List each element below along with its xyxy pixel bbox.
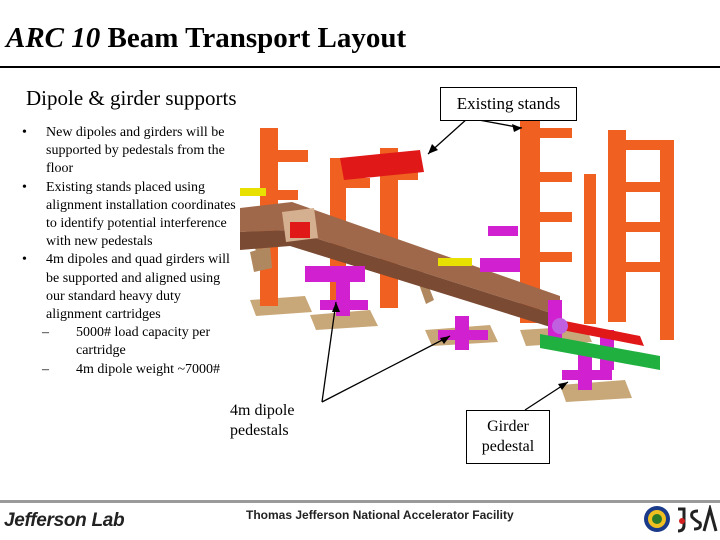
dipole-beam bbox=[240, 202, 560, 330]
facility-name: Thomas Jefferson National Accelerator Fa… bbox=[246, 508, 514, 522]
slide-title: ARC 10 Beam Transport Layout bbox=[6, 22, 406, 55]
bullet-text: Existing stands placed using alignment i… bbox=[46, 179, 236, 250]
callout-existing-stands: Existing stands bbox=[440, 87, 577, 121]
doe-seal-icon bbox=[644, 506, 670, 532]
bullet-item: • 4m dipoles and quad girders will be sup… bbox=[20, 251, 240, 324]
sub-bullet-marker: – bbox=[42, 361, 49, 377]
bullet-list: • New dipoles and girders will be support… bbox=[20, 124, 240, 379]
title-rule bbox=[0, 66, 720, 68]
red-crossbar bbox=[340, 150, 424, 180]
bullet-marker: • bbox=[22, 125, 27, 140]
girder-pedestal-graphic bbox=[540, 300, 660, 370]
title-rest: Beam Transport Layout bbox=[100, 22, 407, 54]
bullet-text: 4m dipoles and quad girders will be supp… bbox=[46, 252, 230, 323]
callout-girder-pedestal: Girder pedestal bbox=[466, 410, 550, 464]
bullet-marker: • bbox=[22, 179, 27, 195]
dipole-pedestals-graphic bbox=[320, 280, 612, 390]
footer-rule bbox=[0, 500, 720, 503]
yellow-plates bbox=[240, 188, 472, 266]
jsa-logo-icon bbox=[677, 505, 718, 533]
bullet-text: New dipoles and girders will be supporte… bbox=[46, 125, 225, 177]
bullet-item: • New dipoles and girders will be support… bbox=[20, 124, 240, 179]
sub-bullet-marker: – bbox=[42, 325, 49, 341]
bullet-marker: • bbox=[22, 252, 27, 268]
sub-bullet-text: 5000# load capacity per cartridge bbox=[76, 325, 211, 359]
sub-bullet-item: – 4m dipole weight ~7000# bbox=[20, 361, 240, 379]
callout-dipole-pedestals: 4m dipole pedestals bbox=[230, 402, 295, 439]
bullet-item: • Existing stands placed using alignment … bbox=[20, 179, 240, 252]
title-italic: ARC 10 bbox=[6, 22, 101, 54]
jefferson-lab-logo: Jefferson Lab bbox=[4, 510, 125, 531]
sub-bullet-text: 4m dipole weight ~7000# bbox=[76, 361, 221, 377]
cad-rendering bbox=[240, 117, 674, 411]
magenta-yokes bbox=[305, 226, 520, 282]
callout-arrowheads bbox=[332, 124, 568, 390]
subtitle: Dipole & girder supports bbox=[26, 86, 237, 110]
sub-bullet-item: – 5000# load capacity per cartridge bbox=[20, 324, 240, 360]
